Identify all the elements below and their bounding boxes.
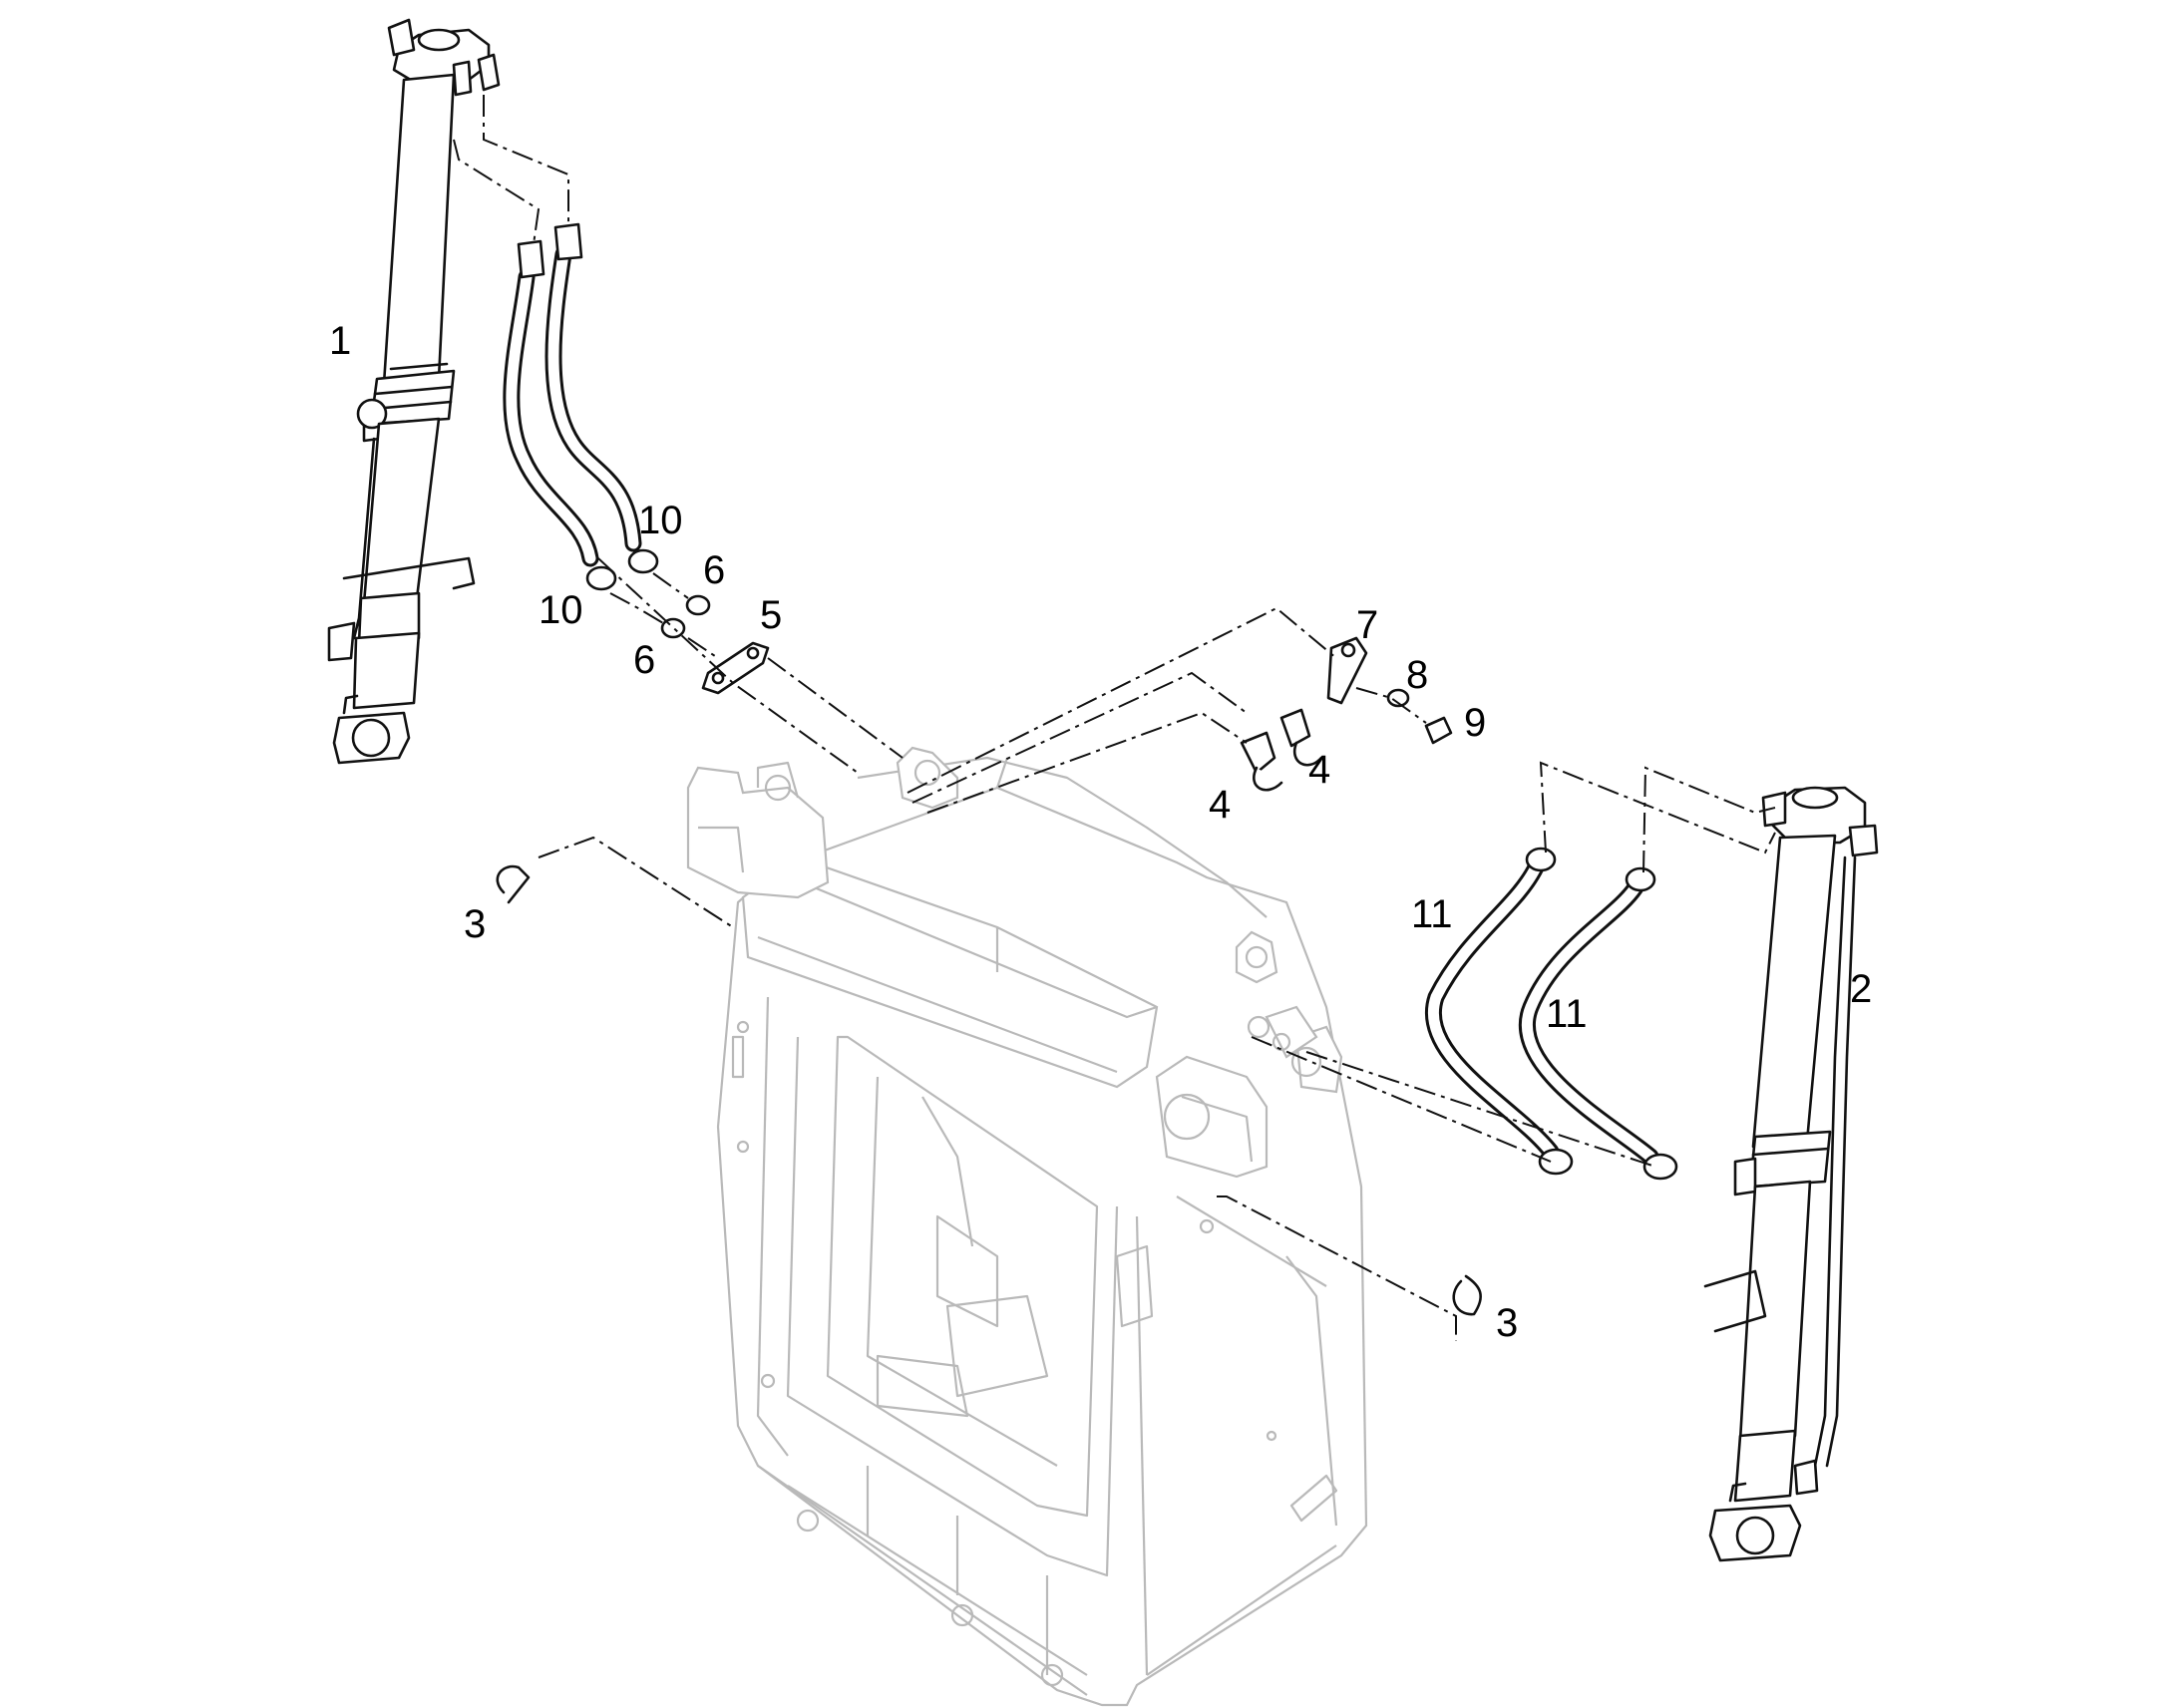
frame-assembly — [686, 746, 1368, 1707]
callout-2: 2 — [1850, 967, 1872, 1011]
parts-7-8-9 — [1326, 636, 1453, 745]
leader-lines — [453, 95, 1776, 1341]
callout-4-right: 4 — [1308, 748, 1330, 792]
callout-1: 1 — [329, 319, 351, 363]
callout-8: 8 — [1406, 653, 1428, 697]
r-clips — [496, 864, 1482, 1316]
callout-10-bottom: 10 — [539, 588, 583, 632]
callout-3-left: 3 — [464, 902, 486, 946]
callout-9: 9 — [1464, 701, 1486, 745]
callout-6-bottom: 6 — [633, 638, 655, 682]
elbow-fittings — [1240, 708, 1323, 792]
frame-body — [716, 786, 1368, 1707]
washers-and-plate — [660, 594, 770, 695]
hydraulic-cylinder-right — [1703, 786, 1879, 1562]
callout-7: 7 — [1356, 603, 1378, 647]
hose-pair-left — [503, 222, 659, 591]
callout-3-right: 3 — [1496, 1301, 1518, 1345]
callout-11-left: 11 — [1411, 892, 1453, 936]
callout-6-top: 6 — [703, 548, 725, 592]
callout-10-top: 10 — [638, 499, 683, 542]
hydraulic-cylinder-left — [327, 18, 501, 765]
callout-labels: 1 2 3 3 4 4 5 6 6 7 8 9 10 10 11 11 — [329, 319, 1872, 1345]
callout-11-right: 11 — [1546, 992, 1588, 1036]
callout-4-left: 4 — [1209, 783, 1231, 827]
frame-crossbar — [741, 855, 1159, 1089]
hose-pair-right — [1425, 847, 1678, 1181]
callout-5: 5 — [760, 593, 782, 637]
